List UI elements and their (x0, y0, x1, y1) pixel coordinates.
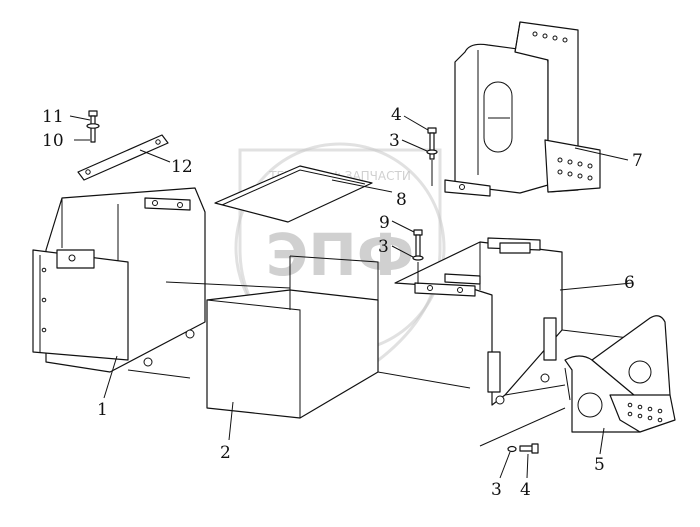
fastener-3-4-lower (479, 407, 566, 454)
callout-3-middle: 3 (378, 237, 389, 257)
callout-4-upper: 4 (391, 105, 402, 125)
part-6-mounting-bracket (394, 237, 646, 406)
part-5-lower-step (564, 315, 676, 433)
callout-9: 9 (379, 213, 390, 233)
callout-3-upper: 3 (389, 131, 400, 151)
callout-2: 2 (220, 443, 231, 463)
fastener-9-3 (412, 229, 424, 284)
leader-lines (69, 115, 633, 479)
callout-8: 8 (396, 190, 407, 210)
fastener-10-11 (86, 110, 100, 143)
callout-7: 7 (632, 151, 643, 171)
part-2-tray (165, 255, 471, 419)
fastener-3-4-upper (426, 127, 438, 186)
part-7-upper-step (444, 21, 601, 197)
part-12-strap (77, 134, 169, 181)
callout-10: 10 (42, 131, 64, 151)
callout-labels: 1 2 3 3 3 4 4 5 6 7 8 9 10 11 12 (42, 105, 643, 500)
callout-4-lower: 4 (520, 480, 531, 500)
callout-6: 6 (624, 273, 635, 293)
callout-5: 5 (594, 455, 605, 475)
watermark-logo-text: ЭПФ (266, 221, 415, 289)
callout-1: 1 (97, 400, 108, 420)
callout-3-lower: 3 (491, 480, 502, 500)
part-1-housing (32, 187, 206, 379)
callout-11: 11 (42, 107, 64, 127)
callout-12: 12 (171, 157, 193, 177)
